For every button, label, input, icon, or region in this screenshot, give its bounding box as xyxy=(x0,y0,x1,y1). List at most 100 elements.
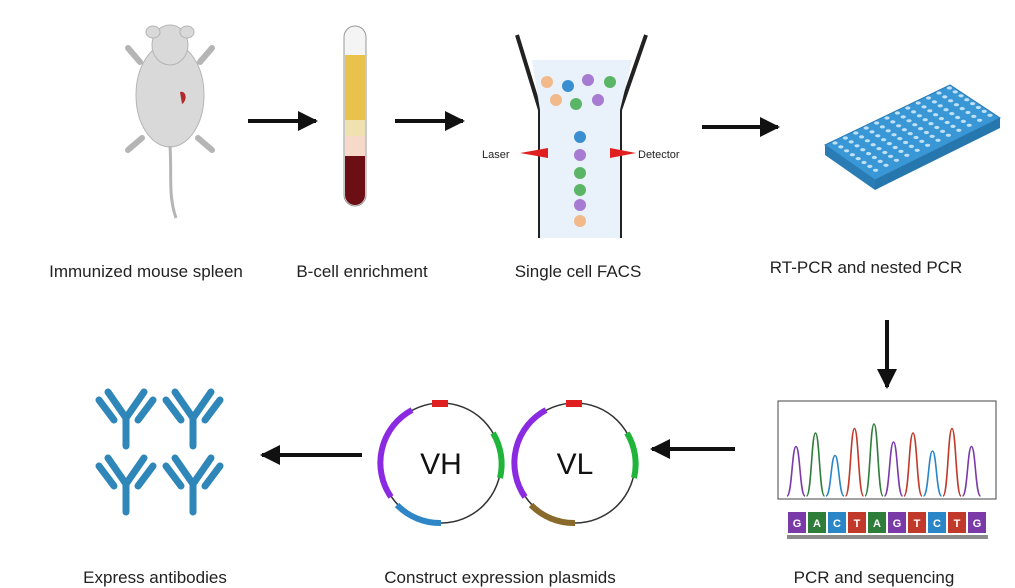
base-box xyxy=(888,512,906,533)
antibody-icon xyxy=(162,388,224,450)
base-letter: T xyxy=(954,518,961,530)
plate-well xyxy=(908,144,915,148)
plate-well xyxy=(913,135,919,140)
tube-illustration xyxy=(343,25,367,207)
base-letter: G xyxy=(793,518,802,530)
plate-well xyxy=(882,150,888,155)
plate-well xyxy=(891,133,897,137)
plate-well xyxy=(896,124,902,128)
plasmid-vl-label: VL xyxy=(557,448,594,481)
plate-well xyxy=(903,140,909,145)
antibody-icon xyxy=(162,454,224,516)
laser-label: Laser xyxy=(482,149,510,161)
laser-beam-icon xyxy=(520,148,548,158)
plate-well xyxy=(885,129,891,133)
chromatogram-peak xyxy=(942,427,962,497)
plate-well xyxy=(944,120,950,125)
plate-well xyxy=(879,125,886,129)
chromatogram-peak xyxy=(844,427,865,497)
plate-well xyxy=(937,104,943,108)
plate-well xyxy=(981,109,987,113)
plate-well xyxy=(898,149,904,153)
step-label-express: Express antibodies xyxy=(83,568,227,587)
plate-well xyxy=(901,128,908,132)
plate-well xyxy=(970,102,976,106)
base-box xyxy=(828,512,846,533)
plate-well xyxy=(945,133,952,137)
plate-well xyxy=(914,148,920,152)
plate-well xyxy=(960,119,967,123)
base-letter: G xyxy=(893,518,902,530)
plate-well xyxy=(931,100,938,104)
plate-well xyxy=(940,129,946,133)
plate-well xyxy=(928,122,934,126)
plate-well xyxy=(946,86,953,90)
plate-well xyxy=(893,158,900,162)
plate-well xyxy=(900,115,906,119)
base-box xyxy=(848,512,866,533)
plate-well xyxy=(965,110,971,115)
base-box xyxy=(808,512,826,533)
plate-well xyxy=(863,126,869,130)
plate-well xyxy=(936,91,942,95)
plate-well xyxy=(907,132,913,136)
plate-well xyxy=(926,96,932,100)
plate-well xyxy=(929,134,935,138)
plate-well xyxy=(918,127,924,131)
plate-well xyxy=(849,153,856,157)
plate-well xyxy=(977,118,983,122)
plate-well xyxy=(864,139,871,143)
step-label-facs: Single cell FACS xyxy=(514,262,642,281)
plate-well xyxy=(860,148,866,152)
base-box xyxy=(788,512,806,533)
plate-well xyxy=(919,139,925,143)
step-label-sequencing: PCR and sequencing xyxy=(793,568,955,587)
plate-well xyxy=(923,130,930,135)
plate-well xyxy=(894,111,901,115)
plasmid-vh-label: VH xyxy=(420,448,462,481)
base-letter: T xyxy=(854,518,861,530)
plate-well xyxy=(886,142,893,146)
plate-well xyxy=(987,113,993,117)
plate-well xyxy=(855,157,861,161)
plate-well xyxy=(888,154,894,158)
plate-well xyxy=(859,135,865,139)
base-box xyxy=(868,512,886,533)
plate-well xyxy=(959,107,965,111)
plate-well xyxy=(922,118,928,122)
plate-well xyxy=(950,124,956,128)
plate-well xyxy=(955,115,961,120)
antibodies-illustration xyxy=(95,388,224,516)
chromatogram-peak xyxy=(825,454,845,497)
base-box xyxy=(968,512,986,533)
plate-well xyxy=(943,108,949,112)
plate-well xyxy=(866,152,872,156)
chromatogram-peak xyxy=(883,441,904,497)
plate-well xyxy=(870,143,876,147)
plate-well xyxy=(905,106,911,110)
plate-well xyxy=(838,145,844,149)
base-box xyxy=(928,512,946,533)
plate-well xyxy=(874,121,880,125)
plate-well xyxy=(933,113,939,117)
base-letter: A xyxy=(873,518,881,530)
plate-well xyxy=(853,131,859,135)
plate-well xyxy=(876,147,882,151)
base-letter: C xyxy=(933,518,941,530)
chromatogram-peak xyxy=(786,445,806,497)
plate-well xyxy=(953,103,960,107)
plate-well xyxy=(873,168,879,172)
plate-well xyxy=(875,134,881,138)
plate-well xyxy=(956,128,962,132)
plate-well xyxy=(949,112,955,116)
spleen-icon xyxy=(180,91,186,104)
chromatogram-peak xyxy=(864,423,884,497)
plate-well xyxy=(934,125,940,130)
detector-beam-icon xyxy=(610,148,636,158)
step-label-pcr: RT-PCR and nested PCR xyxy=(769,258,963,277)
plate-well xyxy=(871,155,878,160)
plate-well xyxy=(906,119,912,123)
plate-well xyxy=(877,159,883,163)
plate-well xyxy=(958,94,964,98)
plate-well xyxy=(927,109,933,113)
